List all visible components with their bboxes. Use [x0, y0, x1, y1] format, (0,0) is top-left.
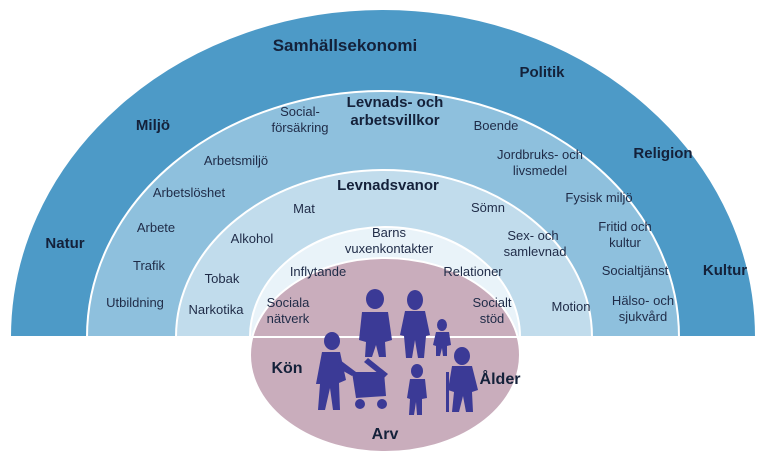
elderly-person-figure: [446, 347, 478, 412]
living-title-line2: arbetsvillkor: [350, 112, 440, 129]
label-trafik: Trafik: [132, 258, 166, 273]
lifestyle-title: Levnadsvanor: [337, 177, 439, 194]
label-kultur-small: kultur: [609, 235, 641, 250]
small-child-figure: [433, 319, 451, 356]
label-fysisk-miljo: Fysisk miljö: [565, 190, 633, 205]
label-motion: Motion: [551, 299, 591, 314]
label-natverk: nätverk: [266, 311, 310, 326]
label-forsakring: försäkring: [271, 120, 329, 135]
label-narkotika: Narkotika: [188, 302, 244, 317]
label-barns: Barns: [372, 225, 406, 240]
label-alkohol: Alkohol: [230, 231, 274, 246]
label-tobak: Tobak: [204, 271, 240, 286]
label-arbetsloshet: Arbetslöshet: [152, 185, 226, 200]
label-arbetsmiljo: Arbetsmiljö: [203, 153, 269, 168]
label-religion: Religion: [633, 145, 693, 162]
label-arv: Arv: [371, 426, 399, 443]
man-with-stroller-figure: [316, 332, 356, 410]
label-relationer: Relationer: [443, 264, 503, 279]
label-kon: Kön: [271, 360, 303, 377]
label-samhallsekonomi: Samhällsekonomi: [272, 36, 418, 55]
label-miljo: Miljö: [135, 117, 171, 134]
label-sex-och: Sex- och: [507, 228, 559, 243]
label-stod: stöd: [479, 311, 505, 326]
woman-figure: [400, 290, 430, 358]
label-boende: Boende: [473, 118, 519, 133]
label-social: Social-: [280, 104, 320, 119]
label-kultur: Kultur: [702, 262, 748, 279]
label-livsmedel: livsmedel: [512, 163, 568, 178]
label-socialtjanst: Socialtjänst: [601, 263, 669, 278]
large-man-figure: [359, 289, 392, 357]
label-samlevnad: samlevnad: [503, 244, 567, 259]
label-vuxenkontakter: vuxenkontakter: [344, 241, 434, 256]
label-inflytande: Inflytande: [289, 264, 347, 279]
label-somn: Sömn: [471, 200, 505, 215]
label-jordbruks-och: Jordbruks- och: [497, 147, 583, 162]
label-socialt: Socialt: [472, 295, 512, 310]
girl-figure: [407, 364, 427, 415]
label-politik: Politik: [519, 64, 565, 81]
label-alder: Ålder: [479, 371, 521, 388]
label-halso-och: Hälso- och: [611, 293, 675, 308]
people-silhouettes: [316, 289, 478, 415]
stroller-figure: [352, 358, 388, 409]
label-natur: Natur: [45, 235, 85, 252]
living-title-line1: Levnads- och: [346, 94, 444, 111]
label-fritid-och: Fritid och: [598, 219, 652, 234]
label-sociala: Sociala: [266, 295, 310, 310]
label-utbildning: Utbildning: [106, 295, 164, 310]
label-sjukvard: sjukvård: [618, 309, 668, 324]
label-arbete: Arbete: [136, 220, 176, 235]
label-mat: Mat: [293, 201, 315, 216]
